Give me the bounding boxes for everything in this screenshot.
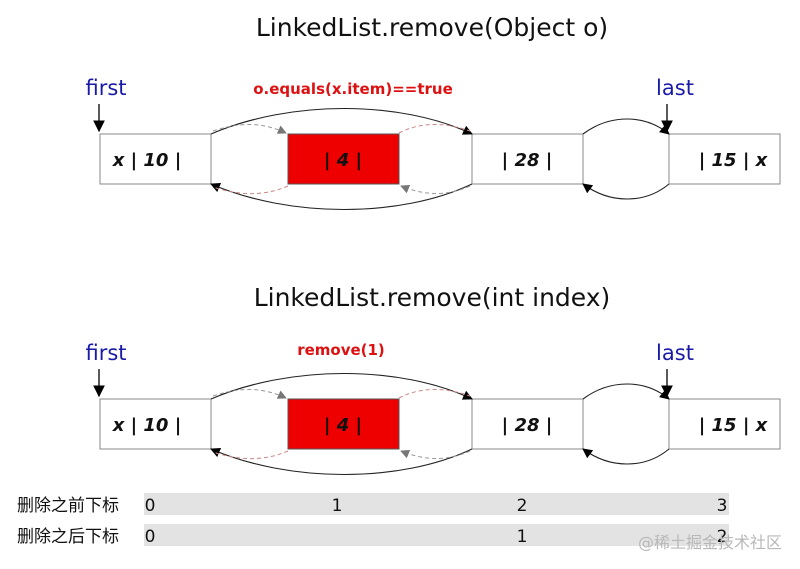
old-next-link-arrow — [398, 124, 471, 134]
last-pointer-label: last — [656, 76, 694, 100]
list-node — [471, 133, 584, 185]
node-label: | 15 | x — [699, 415, 769, 436]
prev-link-arrow — [210, 182, 473, 210]
old-next-link-arrow — [212, 124, 287, 134]
old-prev-link-arrow — [212, 450, 289, 460]
removed-node — [287, 133, 400, 185]
node-label: x | 10 | — [112, 150, 182, 171]
list-node — [99, 398, 212, 450]
node-label: | 4 | — [324, 415, 362, 436]
node-label: x | 10 | — [112, 415, 182, 436]
old-prev-link-arrow — [400, 184, 471, 194]
list-node — [99, 133, 212, 185]
diagram-remove-index: LinkedList.remove(int index) first last … — [85, 283, 781, 475]
after-index-label: 删除之后下标 — [17, 527, 119, 547]
diagram-remove-object: LinkedList.remove(Object o) first last o… — [85, 13, 781, 210]
before-index-value: 1 — [332, 496, 343, 516]
prev-link-arrow — [210, 447, 473, 475]
next-link-arrow — [582, 118, 670, 135]
next-link-arrow — [210, 108, 473, 135]
last-pointer-label: last — [656, 341, 694, 365]
before-index-value: 3 — [717, 496, 728, 516]
after-index-value: 1 — [517, 527, 528, 547]
before-index-label: 删除之前下标 — [17, 496, 119, 516]
old-prev-link-arrow — [400, 449, 471, 459]
next-link-arrow — [582, 383, 670, 400]
list-node — [668, 133, 781, 185]
index-bar-before — [144, 493, 729, 515]
node-label: | 4 | — [324, 150, 362, 171]
old-next-link-arrow — [212, 389, 287, 399]
next-link-arrow — [210, 373, 473, 400]
old-next-link-arrow — [398, 389, 471, 399]
node-label: | 28 | — [502, 150, 553, 171]
list-node — [471, 398, 584, 450]
index-bar-after — [144, 524, 729, 546]
first-pointer-label: first — [85, 76, 126, 100]
prev-link-arrow — [582, 448, 670, 465]
removal-condition-label: remove(1) — [297, 341, 385, 359]
prev-link-arrow — [582, 183, 670, 200]
after-index-value: 0 — [145, 527, 156, 547]
removal-condition-label: o.equals(x.item)==true — [253, 80, 453, 98]
before-index-value: 2 — [517, 496, 528, 516]
index-table: 删除之前下标 0 1 2 3 删除之后下标 0 1 2 — [17, 493, 729, 547]
removed-node — [287, 398, 400, 450]
before-index-value: 0 — [145, 496, 156, 516]
old-prev-link-arrow — [212, 185, 289, 195]
list-node — [668, 398, 781, 450]
node-label: | 15 | x — [699, 150, 769, 171]
watermark: @稀土掘金技术社区 — [638, 533, 782, 552]
after-index-value: 2 — [717, 527, 728, 547]
diagram-title: LinkedList.remove(int index) — [254, 283, 611, 312]
diagram-title: LinkedList.remove(Object o) — [256, 13, 608, 42]
node-label: | 28 | — [502, 415, 553, 436]
first-pointer-label: first — [85, 341, 126, 365]
